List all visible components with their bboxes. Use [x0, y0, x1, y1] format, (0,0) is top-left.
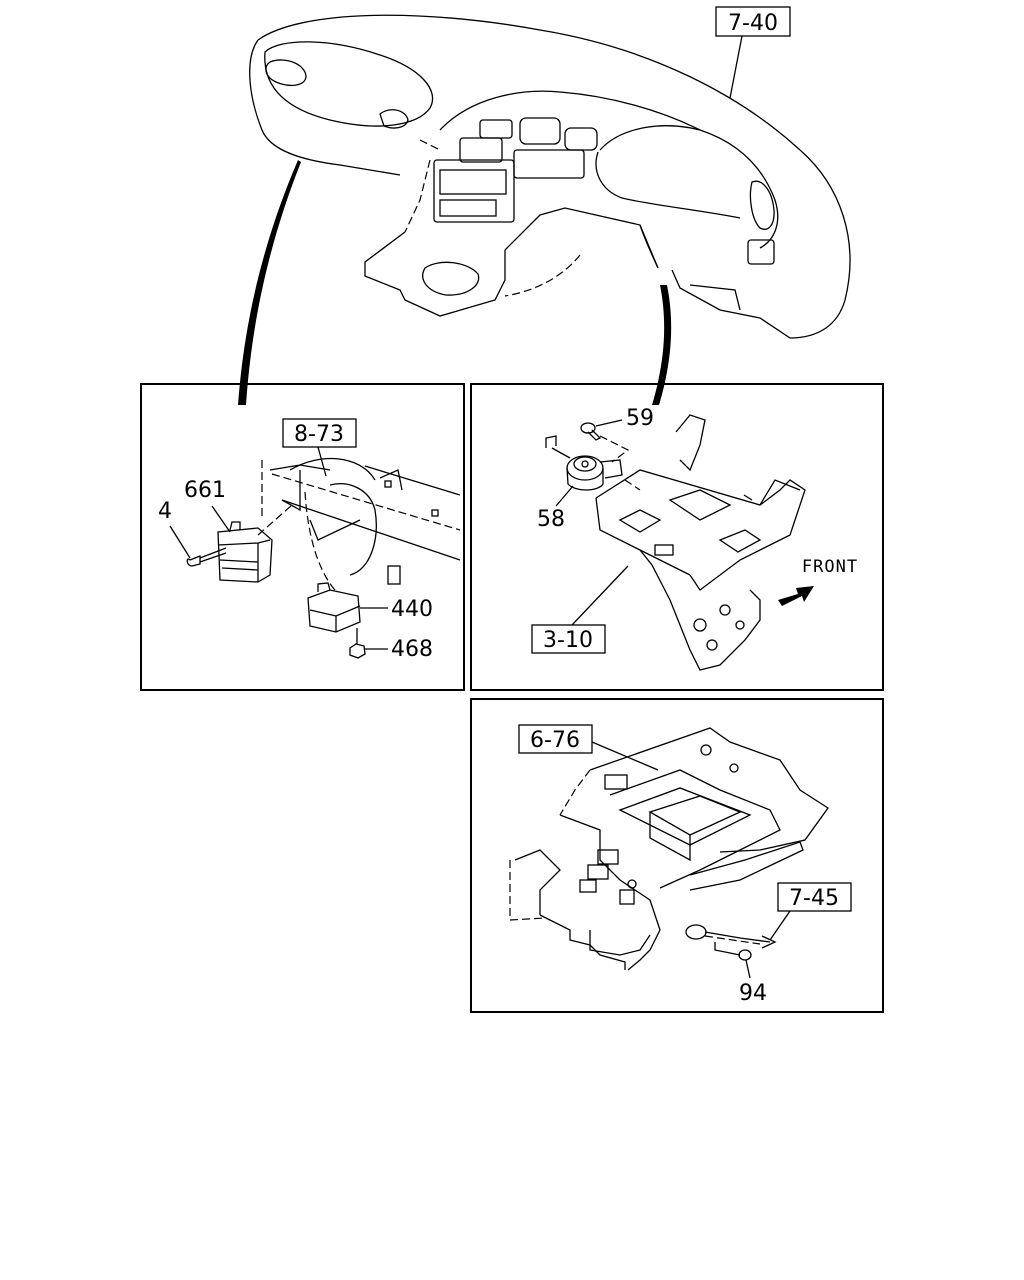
- part-label-59: 59: [626, 406, 654, 431]
- leader-94: [745, 959, 751, 979]
- ref-label-8-73: 8-73: [294, 422, 344, 447]
- leader-4: [169, 525, 191, 559]
- front-arrow-icon: [778, 586, 814, 606]
- leader-to-mid-panel: [652, 285, 672, 405]
- part-label-468: 468: [391, 637, 433, 662]
- front-label: FRONT: [802, 557, 858, 577]
- ref-callout-7-40: 7-40: [715, 6, 791, 99]
- part-label-661: 661: [184, 478, 226, 503]
- left-panel-illustration: [186, 457, 461, 659]
- ref-label-7-40: 7-40: [728, 11, 778, 36]
- leader-661: [211, 505, 231, 533]
- front-direction-indicator: FRONT: [778, 557, 858, 606]
- part-label-94: 94: [739, 981, 767, 1006]
- mid-panel-illustration: [545, 414, 806, 671]
- ref-callout-8-73: 8-73: [282, 418, 357, 477]
- part-label-440: 440: [391, 597, 433, 622]
- ref-callout-3-10: 3-10: [531, 565, 629, 654]
- ref-callout-7-45: 7-45: [769, 882, 852, 941]
- ref-label-7-45: 7-45: [789, 886, 839, 911]
- console-panel-frame: [470, 698, 884, 1013]
- instrument-panel-illustration: [249, 14, 851, 339]
- part-label-4: 4: [158, 499, 172, 524]
- ref-label-3-10: 3-10: [543, 628, 593, 653]
- leader-to-left-panel: [238, 160, 301, 405]
- ref-label-6-76: 6-76: [530, 728, 580, 753]
- leader-58: [555, 485, 574, 507]
- part-label-58: 58: [537, 507, 565, 532]
- mid-panel-frame: [470, 383, 884, 691]
- ref-callout-6-76: 6-76: [518, 724, 659, 771]
- leader-59: [595, 419, 623, 427]
- console-illustration: [509, 727, 829, 971]
- left-panel-frame: [140, 383, 465, 691]
